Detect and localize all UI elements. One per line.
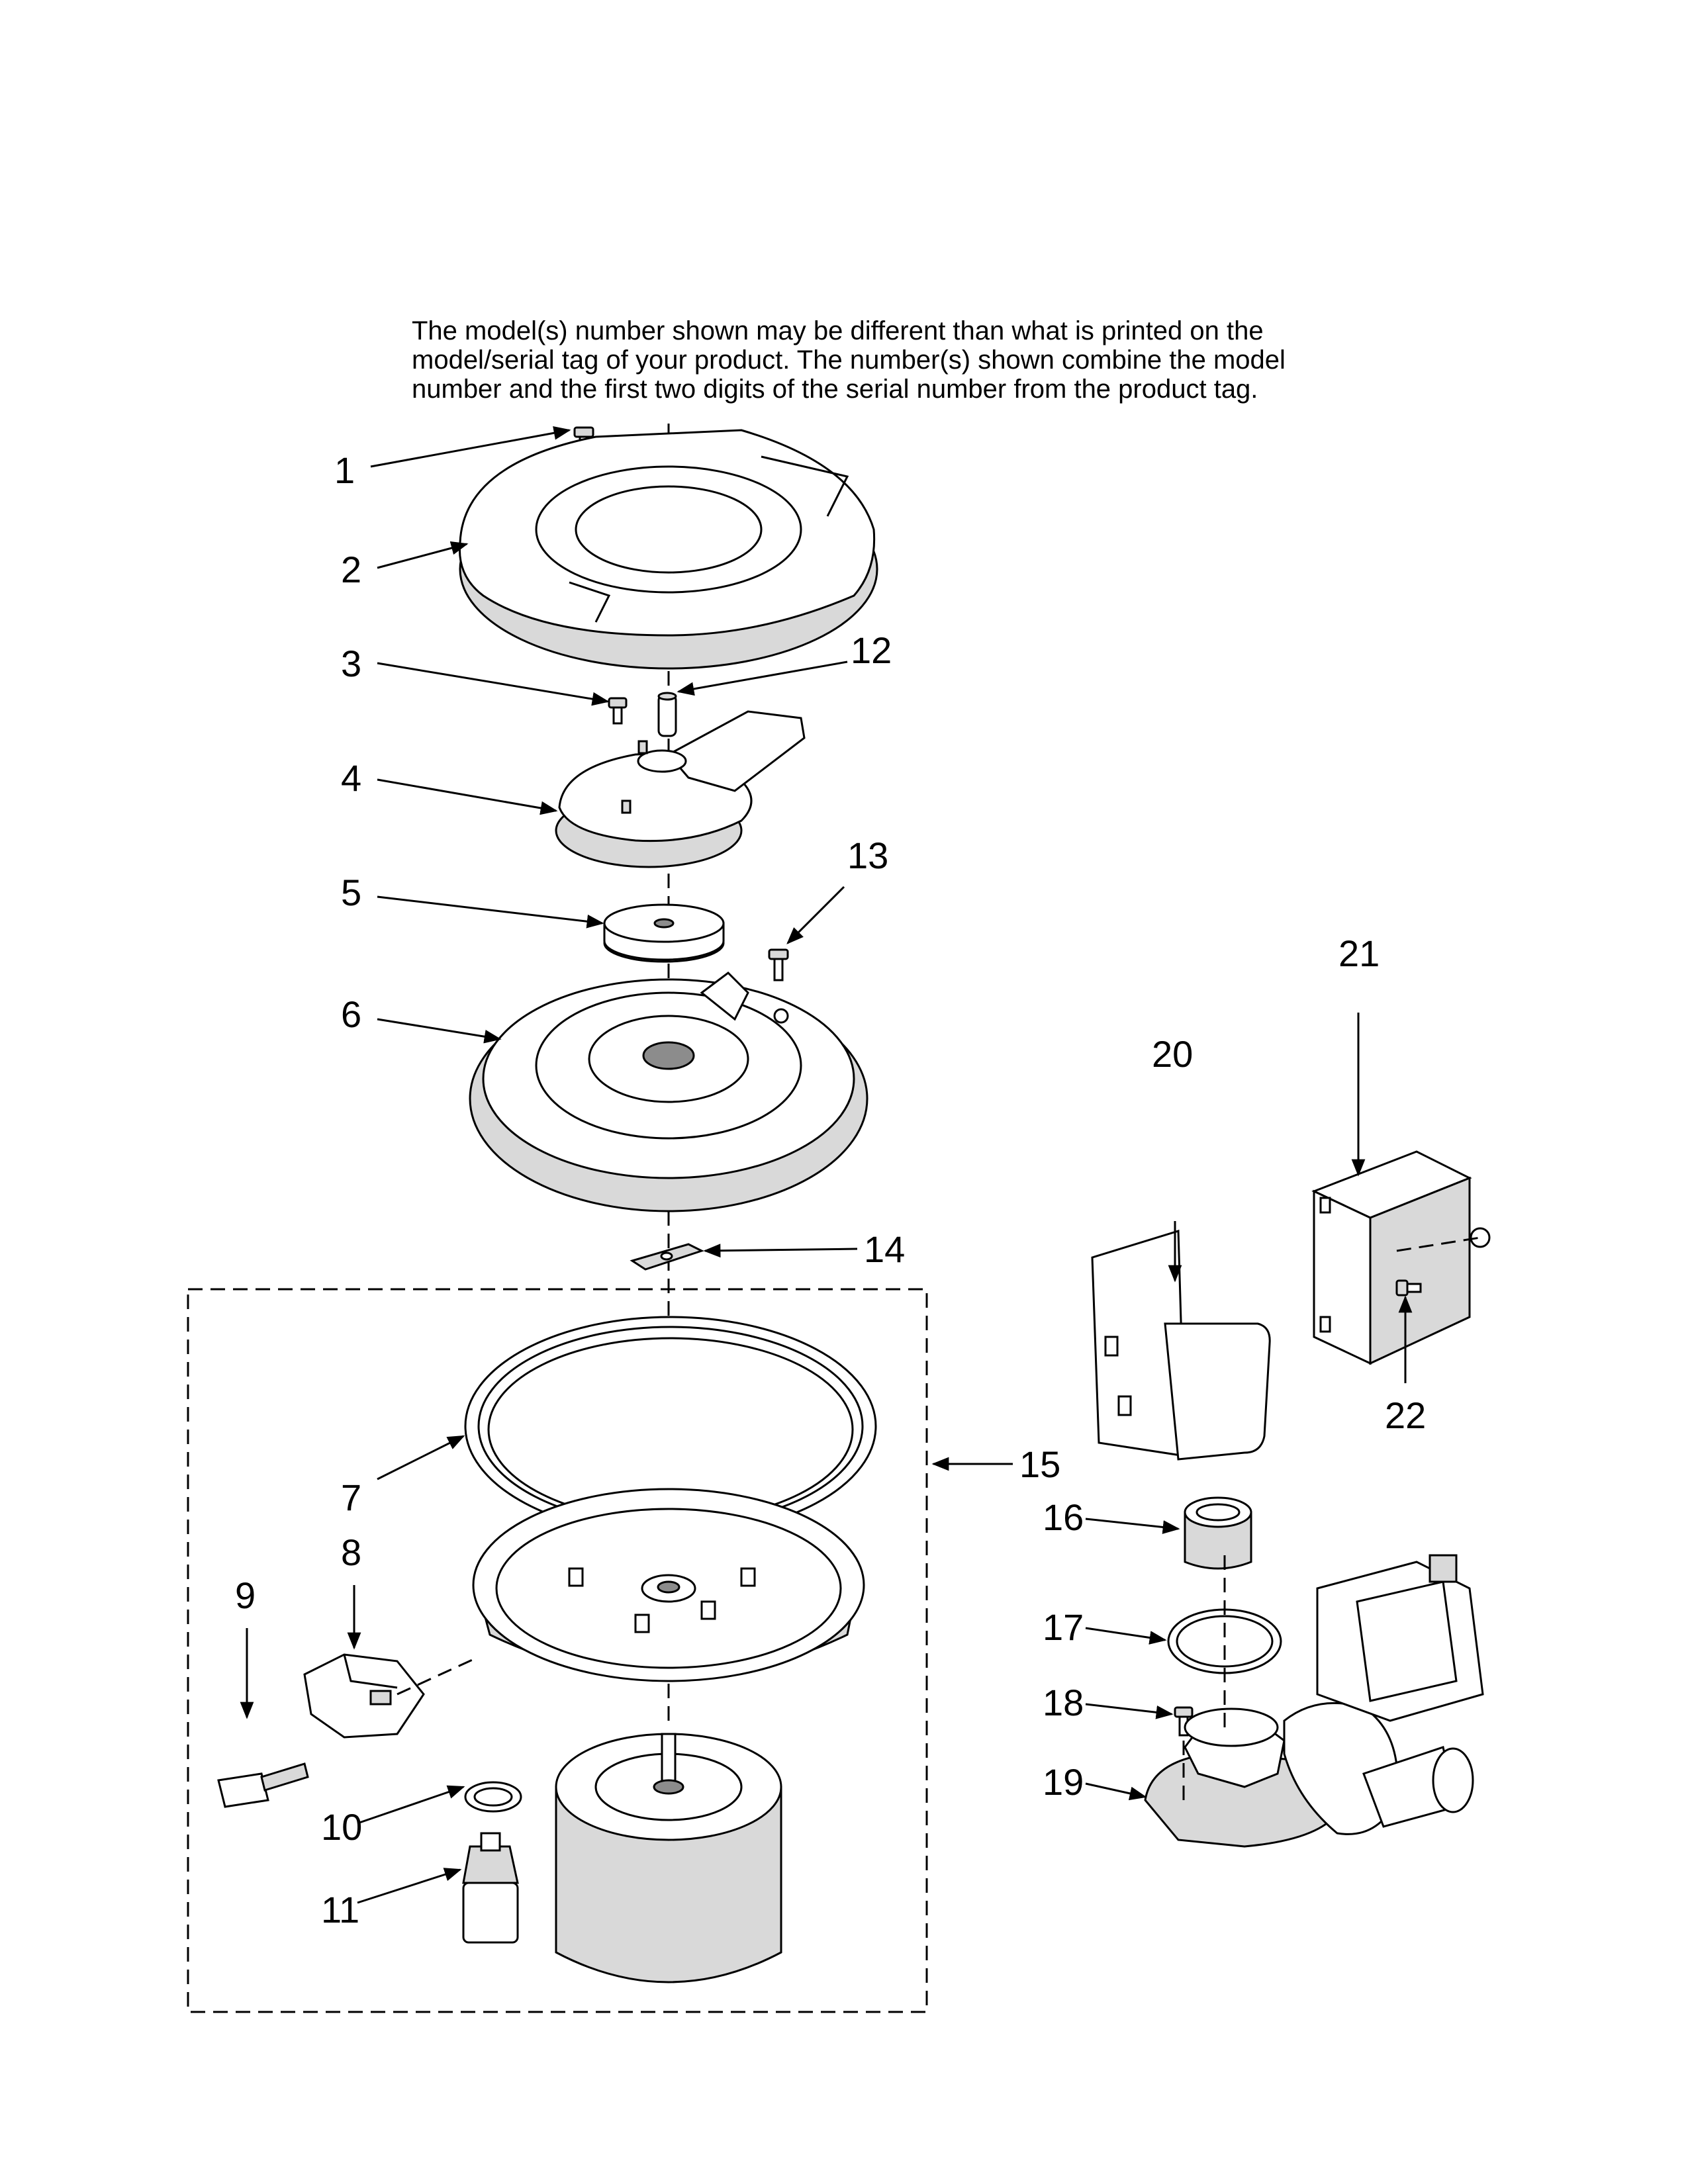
callout-2: 2 bbox=[341, 549, 361, 590]
callout-3: 3 bbox=[341, 643, 361, 684]
part-12-pin bbox=[657, 692, 677, 737]
callout-20: 20 bbox=[1152, 1033, 1193, 1075]
callout-10: 10 bbox=[321, 1806, 362, 1848]
callout-numbers: 1 2 3 4 5 6 7 8 9 10 11 12 13 14 15 16 1… bbox=[235, 449, 1426, 1931]
motor bbox=[555, 1733, 782, 1983]
callout-4: 4 bbox=[341, 757, 361, 799]
callout-7: 7 bbox=[341, 1477, 361, 1518]
part-17-oring bbox=[1167, 1608, 1282, 1674]
part-3-screw bbox=[608, 697, 628, 725]
part-11-sensor bbox=[462, 1832, 519, 1944]
callout-19: 19 bbox=[1043, 1761, 1084, 1803]
part-6-finned-base bbox=[469, 972, 868, 1212]
part-9-tab bbox=[217, 1762, 309, 1808]
assembly-15-box bbox=[187, 1288, 928, 2013]
part-2-cover bbox=[458, 429, 878, 670]
sump-tub bbox=[472, 1488, 865, 1682]
part-16-collar bbox=[1184, 1496, 1252, 1570]
part-8-bracket bbox=[303, 1653, 425, 1739]
note-line-2: model/serial tag of your product. The nu… bbox=[412, 345, 1286, 375]
note-line-3: number and the first two digits of the s… bbox=[412, 375, 1258, 404]
model-number-note: The model(s) number shown may be differe… bbox=[412, 316, 1338, 404]
callout-13: 13 bbox=[847, 835, 888, 876]
part-13-screw bbox=[768, 948, 789, 981]
callout-5: 5 bbox=[341, 872, 361, 913]
callout-6: 6 bbox=[341, 993, 361, 1035]
callout-15: 15 bbox=[1019, 1443, 1060, 1485]
callout-22: 22 bbox=[1385, 1394, 1426, 1436]
leader-lines bbox=[240, 426, 1413, 1904]
part-4-housing bbox=[555, 710, 806, 868]
part-20-bracket bbox=[1091, 1229, 1271, 1461]
callout-8: 8 bbox=[341, 1531, 361, 1573]
note-line-1: The model(s) number shown may be differe… bbox=[412, 316, 1264, 345]
callout-14: 14 bbox=[864, 1228, 905, 1270]
part-19-drain-pump bbox=[1144, 1554, 1484, 1848]
part-22-screw bbox=[1395, 1279, 1422, 1297]
callout-21: 21 bbox=[1338, 933, 1380, 974]
callout-17: 17 bbox=[1043, 1606, 1084, 1648]
callout-1: 1 bbox=[334, 449, 355, 491]
part-21-box bbox=[1311, 1150, 1491, 1365]
callout-16: 16 bbox=[1043, 1496, 1084, 1538]
callout-9: 9 bbox=[235, 1574, 256, 1616]
callout-12: 12 bbox=[851, 629, 892, 671]
part-14-clip bbox=[630, 1243, 704, 1271]
part-7-seal-ring bbox=[464, 1316, 877, 1537]
part-5-impeller bbox=[603, 903, 725, 963]
callout-18: 18 bbox=[1043, 1682, 1084, 1723]
part-10-oring bbox=[464, 1781, 522, 1813]
callout-11: 11 bbox=[321, 1889, 359, 1931]
